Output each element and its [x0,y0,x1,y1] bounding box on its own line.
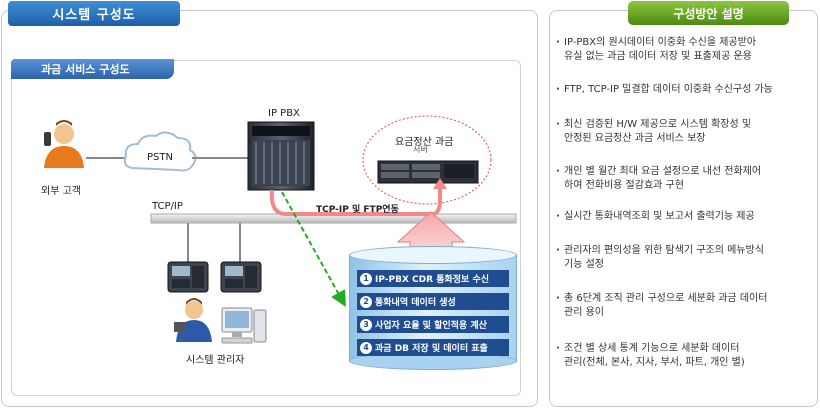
system-diagram-title: 시스템 구성도 [8,1,180,26]
ip-phone-icon [220,261,262,293]
ip-phone-icon [167,261,209,293]
tcp-ip-label: TCP/IP [152,201,183,212]
customer-icon [44,120,84,168]
db-step-number: 4 [360,341,372,354]
billing-server-icon [377,160,479,184]
db-step-4: 4 과금 DB 저장 및 데이터 표출 [357,339,509,356]
description-panel [549,10,818,407]
system-admin-label: 시스템 관리자 [186,355,245,366]
billing-server-label: 요금정산 과금 [395,137,454,148]
pstn-cloud-icon [123,131,197,172]
list-item: 조건 별 상세 통계 기능으로 세분화 데이터 관리(전체, 본사, 지사, 부… [556,342,814,370]
list-item: IP-PBX의 원시데이터 이중화 수신을 제공받아 유실 없는 과금 데이터 … [556,36,814,64]
db-step-label: 과금 DB 저장 및 데이터 표출 [375,344,488,354]
list-item: 개인 별 월간 최대 요금 설정으로 내선 전화제어 하여 전화비용 절감효과 … [556,165,814,193]
admin-computer-icon [221,307,267,344]
billing-server-outline [362,115,492,205]
db-step-number: 2 [360,295,372,308]
list-item: 실시간 통화내역조회 및 보고서 출력기능 제공 [556,210,814,224]
db-step-label: IP-PBX CDR 통화정보 수신 [375,275,490,285]
db-step-label: 통화내역 데이터 생성 [375,298,456,308]
admin-person-icon [174,298,212,342]
ip-pbx-label: IP PBX [268,108,300,119]
pstn-label: PSTN [147,152,173,163]
db-step-1: 1 IP-PBX CDR 통화정보 수신 [357,270,509,287]
pbx-db-data-flow [281,191,346,307]
db-step-2: 2 통화내역 데이터 생성 [357,293,509,310]
list-item: 총 6단계 조직 관리 구성으로 세분화 과금 데이터 관리 용이 [556,292,814,320]
list-item: 관리자의 편의성을 위한 탐색기 구조의 메뉴방식 기능 설정 [556,244,814,272]
description-title: 구성방안 설명 [628,1,789,25]
list-item: FTP, TCP-IP 밀결합 데이터 이중화 수신구성 가능 [556,83,814,97]
external-customer-label: 외부 고객 [41,186,81,197]
ip-pbx-icon [247,121,315,191]
db-step-number: 1 [360,272,372,285]
billing-database: 1 IP-PBX CDR 통화정보 수신 2 통화내역 데이터 생성 3 사업자… [349,246,517,370]
tcp-ftp-link-label: TCP-IP 및 FTP연동 [316,205,399,215]
db-step-label: 사업자 요율 및 할인적용 계산 [375,321,487,331]
db-step-3: 3 사업자 요율 및 할인적용 계산 [357,316,509,333]
billing-server-overlap-label: 서버 [413,145,428,154]
db-step-number: 3 [360,318,372,331]
list-item: 최신 검증된 H/W 제공으로 시스템 확장성 및 안정된 요금정산 과금 서비… [556,118,814,146]
billing-diagram-subtitle: 과금 서비스 구성도 [11,59,174,79]
